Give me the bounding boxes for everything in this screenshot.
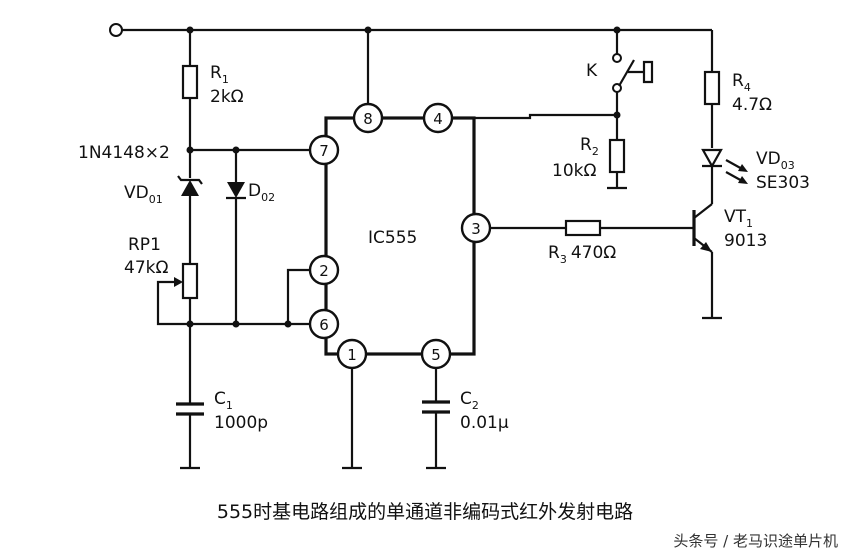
switch-k xyxy=(618,59,635,87)
label-k: K xyxy=(586,61,598,81)
svg-text:VD03: VD03 xyxy=(756,149,795,172)
resistor-r2 xyxy=(608,138,626,174)
resistor-r3 xyxy=(564,219,602,237)
svg-text:R1: R1 xyxy=(210,63,229,86)
emission-arrowhead xyxy=(738,176,748,184)
svg-text:VT1: VT1 xyxy=(724,207,753,230)
svg-text:7: 7 xyxy=(319,142,329,160)
svg-text:10kΩ: 10kΩ xyxy=(552,161,596,181)
svg-text:RP1: RP1 xyxy=(128,235,161,255)
wire-pin4 xyxy=(452,113,617,120)
power-terminal xyxy=(109,23,123,37)
label-vd01: VD01 xyxy=(124,183,163,206)
svg-text:4.7Ω: 4.7Ω xyxy=(732,95,772,115)
pin-8: 8 xyxy=(352,102,384,134)
transistor-vt1-collector xyxy=(693,203,713,219)
label-r2: R2 10kΩ xyxy=(552,135,599,181)
diode-vd01-bar xyxy=(177,175,203,185)
junction-dot xyxy=(186,320,194,328)
svg-text:2kΩ: 2kΩ xyxy=(210,87,244,107)
label-d02: D02 xyxy=(248,181,275,204)
potentiometer-rp1 xyxy=(181,262,199,300)
diode-vd01 xyxy=(181,180,199,196)
label-vt1: VT1 9013 xyxy=(724,207,767,251)
svg-text:47kΩ: 47kΩ xyxy=(124,258,168,278)
label-r4: R4 4.7Ω xyxy=(732,71,772,115)
pin-2: 2 xyxy=(308,254,340,286)
watermark: 头条号 / 老马识途单片机 xyxy=(673,532,838,550)
svg-text:0.01μ: 0.01μ xyxy=(460,413,509,433)
label-diode-part: 1N4148×2 xyxy=(78,143,170,163)
label-c2: C2 0.01μ xyxy=(460,389,509,433)
label-vd03: VD03 SE303 xyxy=(756,149,810,193)
junction-dot xyxy=(232,320,240,328)
svg-text:8: 8 xyxy=(363,110,373,128)
led-vd03 xyxy=(701,148,723,169)
emitter-arrow xyxy=(700,242,712,252)
svg-text:1: 1 xyxy=(347,346,357,364)
wire-pin2-pin6 xyxy=(286,268,310,324)
label-ic555: IC555 xyxy=(368,228,417,248)
svg-text:2: 2 xyxy=(319,262,329,280)
resistor-r4 xyxy=(703,70,721,106)
junction-dot xyxy=(613,111,621,119)
pin-5: 5 xyxy=(420,338,452,370)
wiper-wire xyxy=(156,280,190,326)
diode-d02 xyxy=(227,182,245,198)
svg-text:SE303: SE303 xyxy=(756,173,810,193)
svg-text:3: 3 xyxy=(471,220,481,238)
svg-text:R4: R4 xyxy=(732,71,751,94)
svg-text:6: 6 xyxy=(319,316,329,334)
svg-text:4: 4 xyxy=(433,110,443,128)
svg-text:9013: 9013 xyxy=(724,231,767,251)
switch-actuator xyxy=(628,60,654,84)
pin-6: 6 xyxy=(308,308,340,340)
pin-1: 1 xyxy=(336,338,368,370)
wiper-arrow xyxy=(174,277,183,287)
svg-text:1000p: 1000p xyxy=(214,413,268,433)
emission-arrowhead xyxy=(738,164,748,172)
resistor-r1 xyxy=(181,64,199,100)
label-r1: R1 2kΩ xyxy=(210,63,244,107)
label-rp1: RP1 47kΩ xyxy=(124,235,168,278)
pin-3: 3 xyxy=(460,212,492,244)
pin-7: 7 xyxy=(308,134,340,166)
svg-text:C1: C1 xyxy=(214,389,233,412)
figure-caption: 555时基电路组成的单通道非编码式红外发射电路 xyxy=(217,501,633,523)
svg-text:C2: C2 xyxy=(460,389,479,412)
svg-text:R2: R2 xyxy=(580,135,599,158)
switch-contact xyxy=(612,53,622,63)
label-c1: C1 1000p xyxy=(214,389,268,433)
pin-4: 4 xyxy=(422,102,454,134)
svg-text:5: 5 xyxy=(431,346,441,364)
